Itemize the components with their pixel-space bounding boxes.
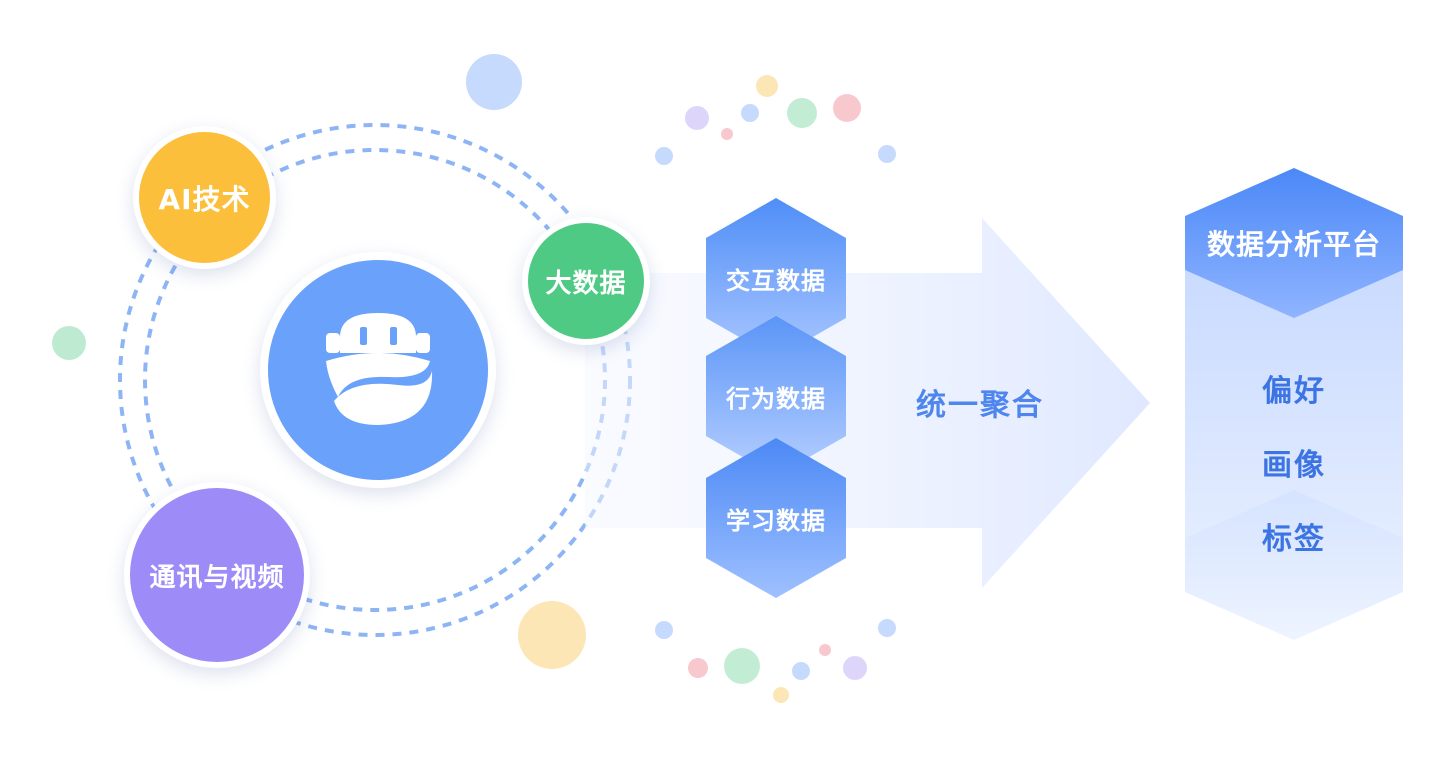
deco-dot <box>773 687 789 703</box>
deco-dot <box>741 104 759 122</box>
aggregation-label: 统一聚合 <box>916 388 1044 423</box>
communication-video-node: 通讯与视频 <box>124 482 310 668</box>
deco-dot <box>518 601 586 669</box>
flow-arrow <box>585 218 1150 588</box>
deco-dot <box>655 147 673 165</box>
deco-dot <box>787 98 817 128</box>
deco-dot <box>721 128 733 140</box>
deco-dot <box>843 656 867 680</box>
deco-dot <box>878 145 896 163</box>
deco-dot <box>655 621 673 639</box>
platform-item-tags: 标签 <box>1262 522 1326 557</box>
platform-item-portrait: 画像 <box>1262 448 1326 483</box>
deco-dot <box>466 54 522 110</box>
deco-dot <box>688 658 708 678</box>
deco-dot <box>756 75 778 97</box>
deco-dot <box>52 326 86 360</box>
deco-dot <box>833 94 861 122</box>
platform-item-preference: 偏好 <box>1262 374 1326 409</box>
deco-dot <box>819 644 831 656</box>
robot-icon <box>326 313 433 425</box>
deco-dot <box>792 662 810 680</box>
big-data-node: 大数据 <box>522 217 650 345</box>
hub-circle <box>260 252 496 488</box>
deco-dot <box>685 106 709 130</box>
ai-technology-node: AI技术 <box>133 126 276 269</box>
deco-dot <box>878 619 896 637</box>
deco-dot <box>724 648 760 684</box>
